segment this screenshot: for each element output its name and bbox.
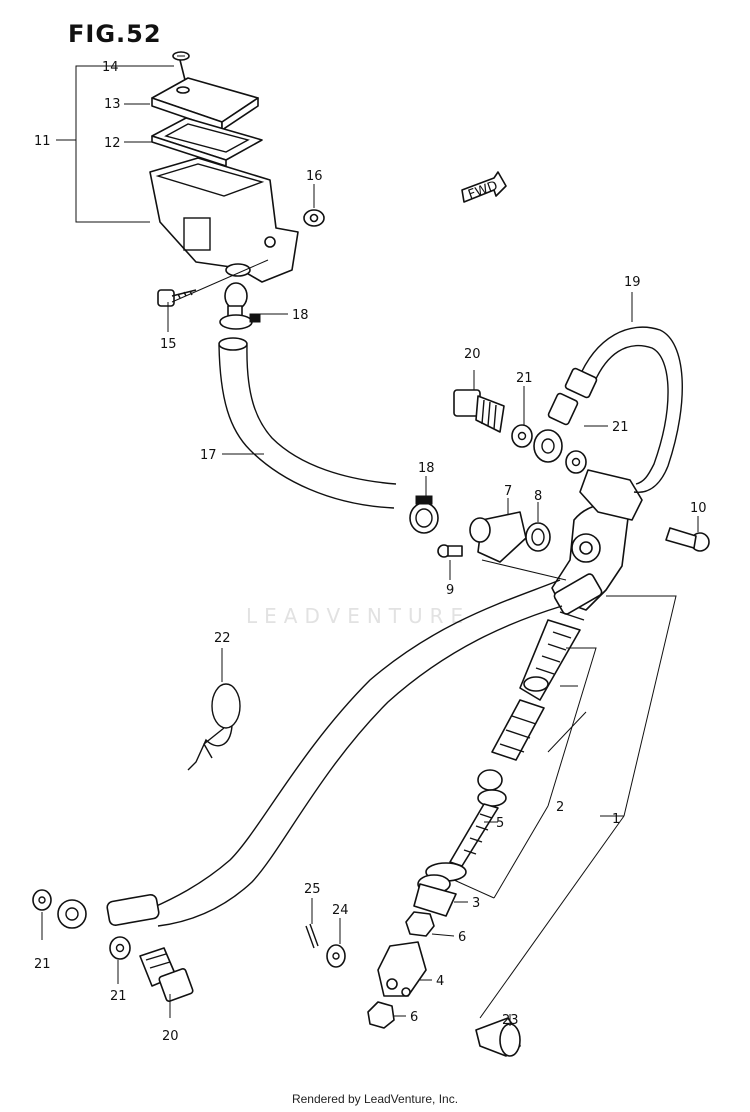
callout-18-upper: 18 bbox=[292, 308, 309, 323]
part-9-screw[interactable] bbox=[437, 544, 463, 558]
part-21-washer-upper-b[interactable] bbox=[565, 450, 587, 474]
part-14-cap-screw[interactable] bbox=[172, 51, 190, 85]
callout-16: 16 bbox=[306, 169, 323, 184]
part-4-clevis[interactable] bbox=[377, 941, 427, 997]
callout-6-lower: 6 bbox=[410, 1010, 418, 1025]
part-19-brake-hose[interactable] bbox=[533, 326, 683, 493]
callout-1: 1 bbox=[612, 812, 620, 827]
part-18-clamp-upper[interactable] bbox=[219, 313, 261, 330]
forward-direction-arrow-icon: FWD bbox=[461, 171, 507, 203]
part-20-union-bolt-upper[interactable] bbox=[453, 389, 505, 433]
part-15-bolt[interactable] bbox=[157, 289, 197, 307]
fwd-label: FWD bbox=[466, 178, 500, 202]
callout-4: 4 bbox=[436, 974, 444, 989]
callout-7: 7 bbox=[504, 484, 512, 499]
part-21-washer-lower-a[interactable] bbox=[32, 889, 52, 911]
part-25-cotter-pin[interactable] bbox=[305, 923, 319, 949]
part-10-bolt[interactable] bbox=[665, 527, 710, 552]
part-20-union-bolt-lower[interactable] bbox=[139, 947, 194, 1002]
callout-9: 9 bbox=[446, 583, 454, 598]
part-23-pin[interactable] bbox=[475, 1017, 521, 1057]
part-22-spring-clip[interactable] bbox=[187, 683, 241, 771]
part-3-boot[interactable] bbox=[413, 862, 467, 917]
callout-20-lower: 20 bbox=[162, 1029, 179, 1044]
callout-11: 11 bbox=[34, 134, 51, 149]
part-6-nut-upper[interactable] bbox=[405, 911, 435, 937]
part-12-diaphragm[interactable] bbox=[151, 117, 263, 167]
part-1-master-cylinder-body[interactable] bbox=[551, 469, 643, 615]
leader-lines bbox=[41, 65, 699, 1026]
callout-24: 24 bbox=[332, 903, 349, 918]
callout-22: 22 bbox=[214, 631, 231, 646]
callout-5: 5 bbox=[496, 816, 504, 831]
callout-3: 3 bbox=[472, 896, 480, 911]
footer-credit: Rendered by LeadVenture, Inc. bbox=[291, 1092, 459, 1106]
part-21-washer-upper-a[interactable] bbox=[511, 424, 533, 448]
part-6-nut-lower[interactable] bbox=[367, 1001, 395, 1029]
callout-25: 25 bbox=[304, 882, 321, 897]
callout-15: 15 bbox=[160, 337, 177, 352]
part-8-o-ring[interactable] bbox=[525, 522, 551, 552]
callout-21-lower-a: 21 bbox=[34, 957, 51, 972]
part-11-reservoir-body[interactable] bbox=[149, 157, 299, 283]
callout-14: 14 bbox=[102, 60, 119, 75]
part-18-clamp-lower[interactable] bbox=[409, 495, 439, 534]
callout-17: 17 bbox=[200, 448, 217, 463]
callout-23: 23 bbox=[502, 1013, 519, 1028]
part-2-piston-kit[interactable] bbox=[491, 611, 585, 761]
part-brake-hose-lower bbox=[57, 579, 563, 929]
callout-19: 19 bbox=[624, 275, 641, 290]
callout-13: 13 bbox=[104, 97, 121, 112]
callout-labels: 14 13 12 11 16 15 18 17 18 20 21 21 19 7… bbox=[34, 60, 707, 1044]
figure-title: FIG.52 bbox=[68, 20, 162, 48]
callout-12: 12 bbox=[104, 136, 121, 151]
part-17-reservoir-hose[interactable] bbox=[218, 337, 397, 509]
callout-20-upper: 20 bbox=[464, 347, 481, 362]
callout-6-upper: 6 bbox=[458, 930, 466, 945]
callout-21-upper-a: 21 bbox=[516, 371, 533, 386]
part-7-hose-joint[interactable] bbox=[469, 511, 527, 563]
part-13-reservoir-cap[interactable] bbox=[151, 77, 259, 131]
part-16-nut[interactable] bbox=[303, 209, 325, 227]
callout-10: 10 bbox=[690, 501, 707, 516]
callout-8: 8 bbox=[534, 489, 542, 504]
callout-18-lower: 18 bbox=[418, 461, 435, 476]
callout-21-upper-b: 21 bbox=[612, 420, 629, 435]
watermark: LEADVENTURE bbox=[246, 604, 471, 628]
part-5-push-rod[interactable] bbox=[449, 769, 507, 867]
part-21-washer-lower-b[interactable] bbox=[109, 936, 131, 960]
callout-2: 2 bbox=[556, 800, 564, 815]
callout-21-lower-b: 21 bbox=[110, 989, 127, 1004]
part-24-washer[interactable] bbox=[326, 944, 346, 968]
